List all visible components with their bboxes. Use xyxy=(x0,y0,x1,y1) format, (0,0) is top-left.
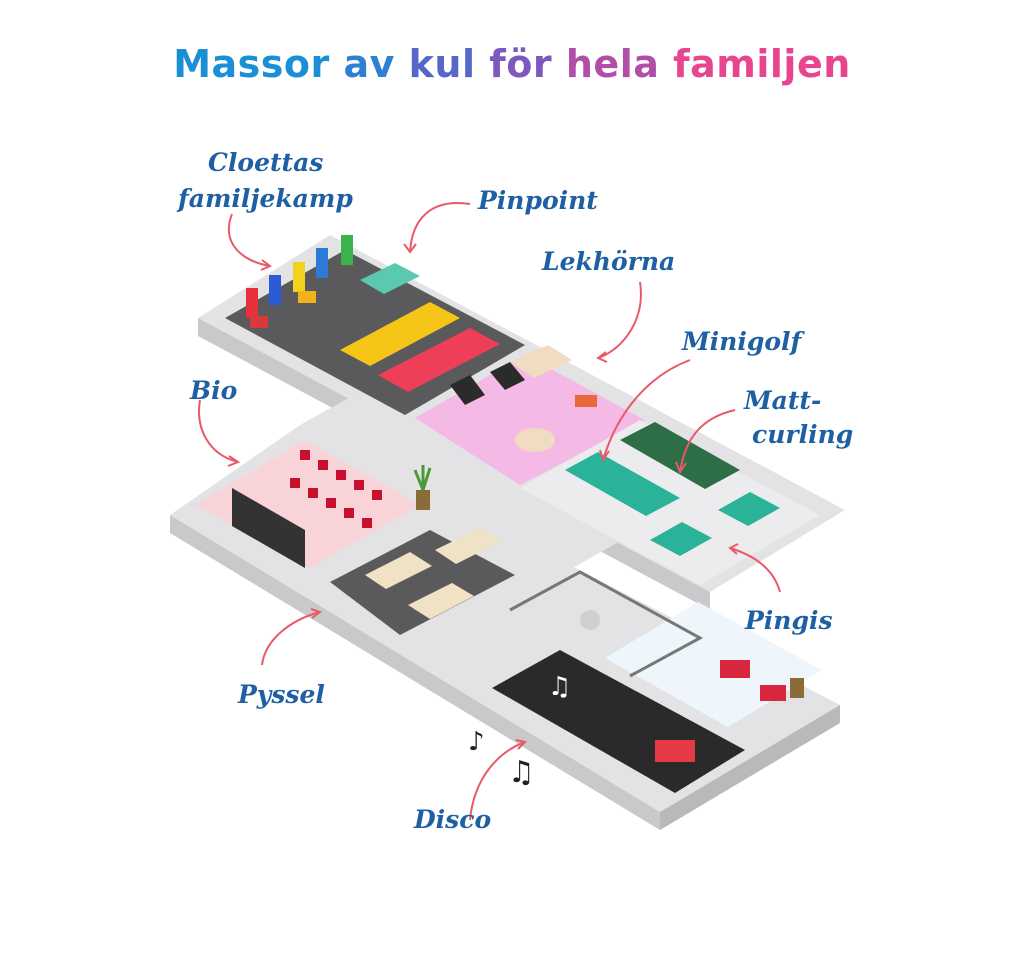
lekhorna-area xyxy=(415,345,645,485)
arrows xyxy=(198,202,781,821)
label-familjekamp: familjekamp xyxy=(178,184,353,214)
title-word: Massor xyxy=(173,42,330,86)
bio-area xyxy=(195,440,432,568)
label-lekhorna: Lekhörna xyxy=(542,247,676,276)
label-bio: Bio xyxy=(190,376,238,405)
label-pyssel: Pyssel xyxy=(238,680,325,709)
sports-area xyxy=(520,420,820,585)
svg-text:♫: ♫ xyxy=(548,672,571,702)
title-word: av xyxy=(343,42,395,86)
title-word: familjen xyxy=(673,42,851,86)
pinpoint-table xyxy=(360,263,420,294)
label-line: familjekamp xyxy=(178,184,353,213)
title-word: kul xyxy=(408,42,476,86)
red-lane xyxy=(378,328,500,392)
label-pingis: Pingis xyxy=(745,606,833,635)
label-mattcurling-2: curling xyxy=(752,420,854,449)
pyssel-area xyxy=(330,528,515,635)
yellow-lane xyxy=(340,302,460,366)
music-note-icon: ♫ xyxy=(508,755,535,790)
label-pinpoint: Pinpoint xyxy=(478,186,598,215)
disco-area: ♫ xyxy=(492,570,745,793)
label-mattcurling-1: Matt- xyxy=(744,386,822,415)
music-note-icon: ♪ xyxy=(468,727,485,757)
label-minigolf: Minigolf xyxy=(682,327,802,356)
label-cloettas: Cloettas xyxy=(208,148,323,178)
corridor-floor xyxy=(300,385,640,575)
title-word: för xyxy=(489,42,553,86)
page-title: Massor av kul för hela familjen xyxy=(0,42,1024,86)
title-word: hela xyxy=(565,42,660,86)
lounge-area xyxy=(605,602,822,727)
label-disco: Disco xyxy=(414,805,492,834)
arcade-machines xyxy=(246,235,353,328)
label-line: Cloettas xyxy=(208,148,324,177)
